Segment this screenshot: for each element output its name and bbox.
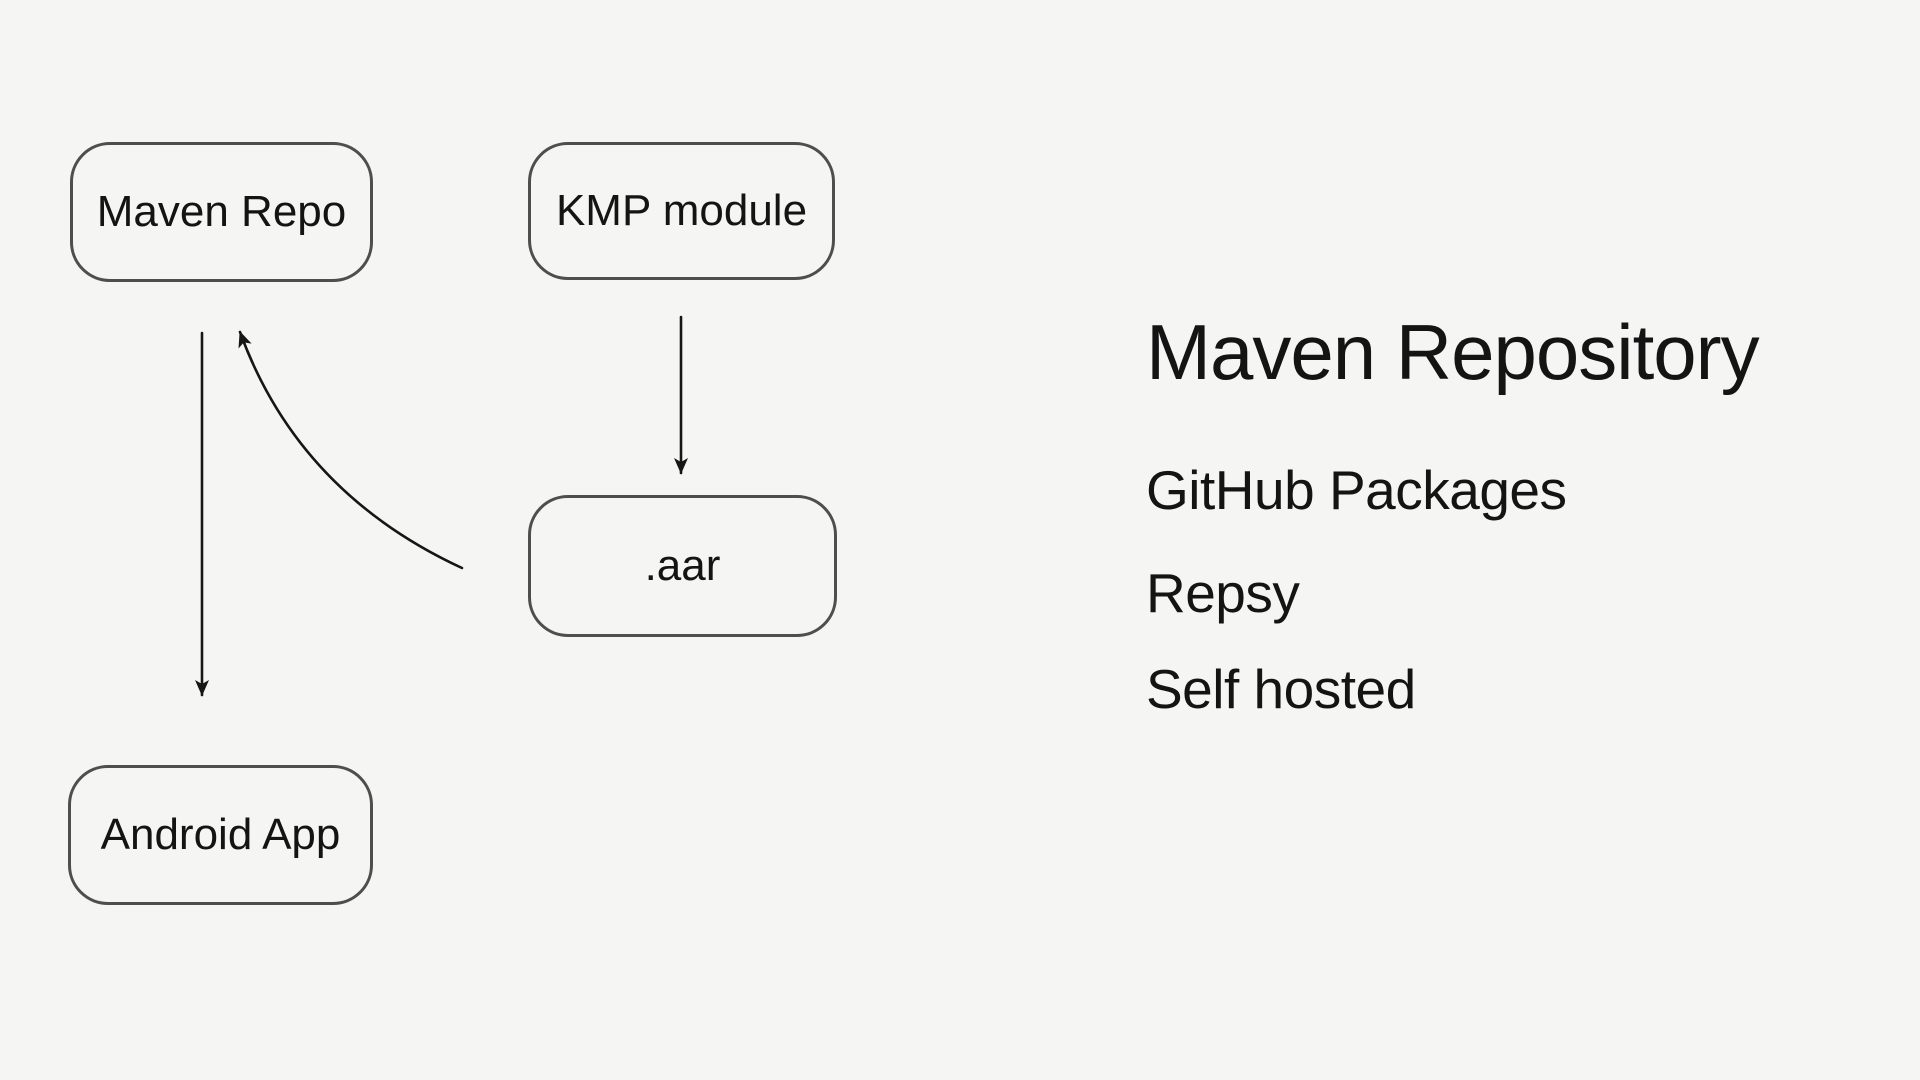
node-android-app: Android App: [68, 765, 373, 905]
node-maven-repo: Maven Repo: [70, 142, 373, 282]
list-item-self-hosted: Self hosted: [1146, 658, 1416, 720]
node-android-app-label: Android App: [100, 810, 341, 859]
node-kmp-module-label: KMP module: [555, 186, 808, 235]
node-aar-label: .aar: [644, 541, 721, 590]
list-item-github-packages: GitHub Packages: [1146, 459, 1567, 521]
page-title: Maven Repository: [1146, 308, 1760, 396]
node-kmp-module: KMP module: [528, 142, 835, 280]
arrow-aar-to-maven-repo: [238, 330, 464, 570]
node-aar: .aar: [528, 495, 837, 637]
list-item-repsy: Repsy: [1146, 562, 1300, 624]
node-maven-repo-label: Maven Repo: [96, 187, 347, 236]
